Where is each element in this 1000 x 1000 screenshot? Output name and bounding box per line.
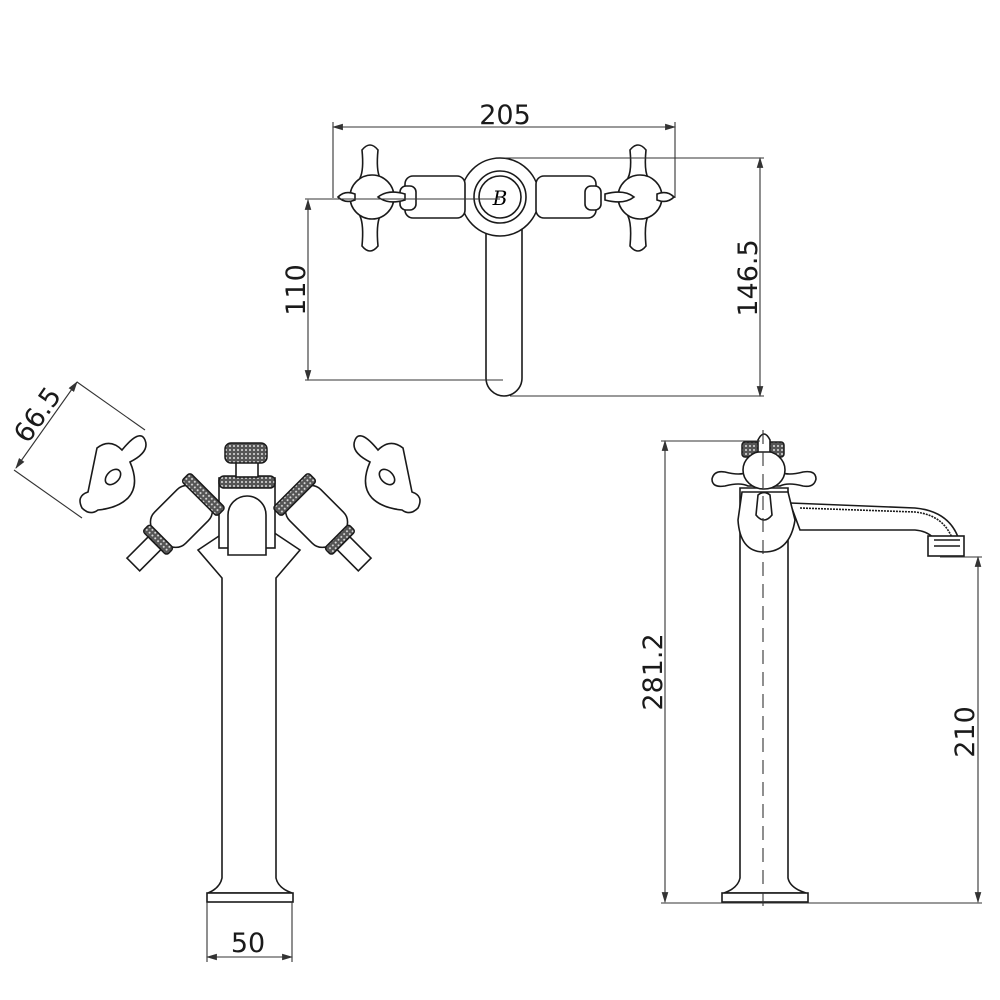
front-base [206,892,294,903]
logo-disc [478,175,522,219]
front-right-valve [273,473,373,572]
front-right-handle [353,434,421,514]
front-left-valve [125,473,225,572]
side-handle [711,433,817,521]
front-spout-outlet [227,495,267,556]
dim-spout-110: 110 [281,264,312,316]
dim-handle-66-5: 66.5 [8,382,68,449]
side-base [721,892,809,903]
front-column [196,529,302,894]
front-top-knob [224,442,268,464]
dim-width-205: 205 [479,100,531,131]
top-view: B 205 110 146.5 [281,100,764,398]
dim-spout-height-210: 210 [950,706,981,758]
front-view: 66.5 50 [8,381,421,962]
dim-base-50: 50 [231,928,265,959]
front-left-handle [79,434,147,514]
top-left-handle [336,144,406,252]
top-right-handle [604,144,676,252]
dim-total-height-281-2: 281.2 [638,633,669,710]
logo-letter: B [492,186,508,210]
side-view: 281.2 210 [638,430,982,910]
dim-depth-146-5: 146.5 [733,239,764,316]
dim-line-66-5 [15,381,78,469]
top-spout [485,224,523,397]
